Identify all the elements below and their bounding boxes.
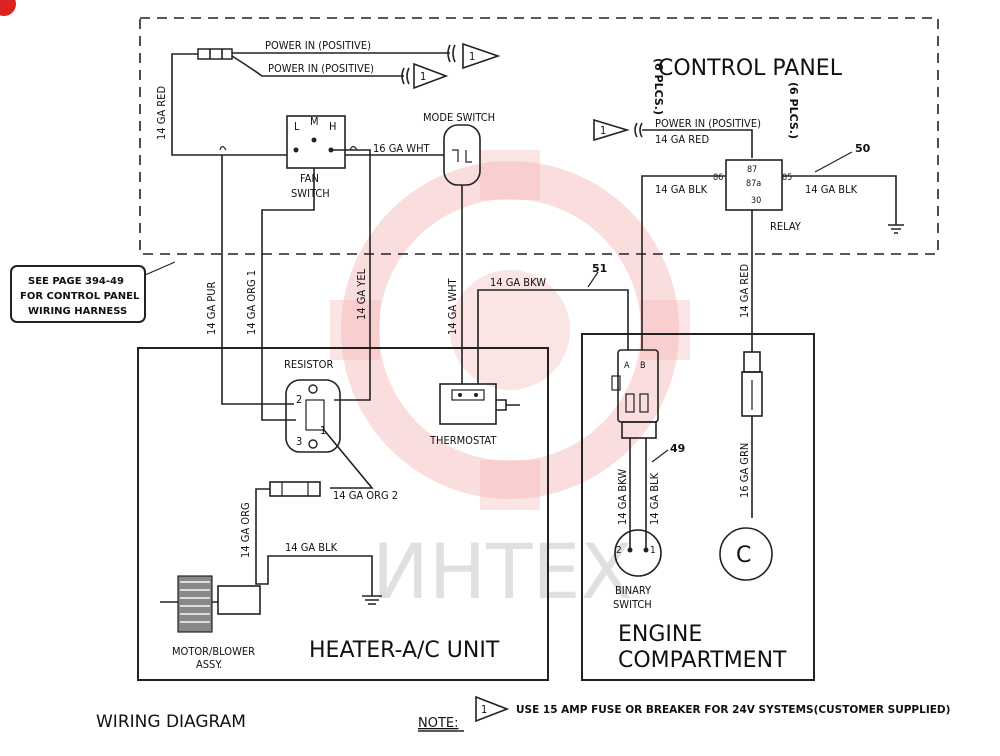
power-in-label-2: POWER IN (POSITIVE) [268, 62, 374, 75]
svg-text:1: 1 [420, 70, 426, 83]
svg-text:1: 1 [481, 703, 487, 716]
fan-switch: L M H FAN SWITCH [286, 115, 346, 200]
ref-49: 49 [670, 442, 685, 455]
svg-text:C: C [736, 543, 751, 568]
svg-text:1: 1 [469, 50, 475, 63]
compressor-connector [741, 351, 763, 417]
svg-text:THERMOSTAT: THERMOSTAT [429, 434, 497, 447]
svg-text:2: 2 [296, 393, 302, 406]
wire-label-blk-motor: 14 GA BLK [285, 541, 338, 554]
svg-text:85: 85 [782, 173, 792, 183]
wire-label-yel: 14 GA YEL [355, 268, 368, 320]
wire-label-bkw-b: 14 GA BKW [616, 469, 629, 525]
svg-text:H: H [329, 120, 336, 133]
relay: 86 87 87a 85 30 RELAY [713, 159, 802, 233]
motor-connector [269, 481, 321, 497]
wire-label-blk-b: 14 GA BLK [648, 472, 661, 525]
thermostat: THERMOSTAT [429, 383, 520, 447]
wire-label-org1: 14 GA ORG 1 [245, 270, 258, 335]
svg-text:SWITCH: SWITCH [291, 187, 330, 200]
svg-text:SEE PAGE 394-49: SEE PAGE 394-49 [28, 276, 124, 287]
heater-unit-box [137, 347, 549, 681]
svg-text:ASSY.: ASSY. [196, 658, 222, 671]
svg-text:1: 1 [320, 424, 326, 437]
svg-text:2: 2 [616, 545, 622, 556]
control-panel-box [139, 17, 939, 255]
fuse-note-marker-3: 1 [593, 118, 630, 142]
resistor: RESISTOR 2 1 3 [284, 358, 341, 453]
binary-switch: 2 1 BINARY SWITCH [613, 529, 662, 611]
wire-label-blk-relay-left: 14 GA BLK [655, 183, 708, 196]
power-in-label-3: POWER IN (POSITIVE) [655, 117, 761, 130]
wiring-diagram-title: WIRING DIAGRAM [96, 712, 246, 732]
wire-label-org: 14 GA ORG [239, 502, 252, 558]
svg-text:SWITCH: SWITCH [613, 598, 652, 611]
svg-text:WIRING HARNESS: WIRING HARNESS [28, 306, 127, 317]
fuse-holder [197, 48, 233, 60]
wire-label-org2: 14 GA ORG 2 [333, 489, 398, 502]
wire-label-red-14-b: 14 GA RED [655, 133, 709, 146]
engine-title-1: ENGINE [618, 622, 702, 647]
power-in-label-1: POWER IN (POSITIVE) [265, 39, 371, 52]
wire-label-pur: 14 GA PUR [205, 281, 218, 335]
fuse-note-marker-2: 1 [413, 62, 449, 90]
svg-text:M: M [310, 115, 319, 128]
plcs-label-a: (6 PLCS.) [652, 58, 665, 115]
wire-label-blk-relay-right: 14 GA BLK [805, 183, 858, 196]
wire-label-grn: 16 GA GRN [738, 443, 751, 498]
svg-text:L: L [294, 120, 300, 133]
svg-text:RELAY: RELAY [770, 220, 802, 233]
compressor-clutch: C [719, 527, 773, 581]
control-panel-title: CONTROL PANEL [658, 56, 843, 81]
svg-text:86: 86 [713, 173, 723, 183]
wire-label-bkw: 14 GA BKW [490, 276, 546, 289]
svg-text:87a: 87a [746, 179, 761, 189]
svg-text:RESISTOR: RESISTOR [284, 358, 333, 371]
wire-label-wht-14: 14 GA WHT [446, 277, 459, 335]
see-page-callout: SEE PAGE 394-49 FOR CONTROL PANEL WIRING… [10, 261, 176, 323]
svg-text:BINARY: BINARY [615, 584, 652, 597]
plcs-label-b: (6 PLCS.) [787, 82, 800, 139]
wire-label-red-14: 14 GA RED [155, 86, 168, 140]
svg-text:1: 1 [650, 545, 656, 556]
watermark-text: ИНТЕХ [372, 527, 633, 616]
svg-text:30: 30 [751, 196, 761, 206]
note-label: NOTE: [418, 716, 459, 731]
svg-text:1: 1 [600, 124, 606, 137]
ref-50: 50 [855, 142, 871, 155]
svg-text:FOR CONTROL PANEL: FOR CONTROL PANEL [20, 291, 140, 302]
heater-unit-title: HEATER-A/C UNIT [309, 638, 500, 663]
binary-switch-connector: A B [611, 349, 659, 439]
svg-text:A: A [624, 361, 630, 371]
motor-blower: MOTOR/BLOWER ASSY. [160, 575, 261, 671]
engine-title-2: COMPARTMENT [618, 648, 787, 673]
svg-text:B: B [640, 361, 646, 371]
svg-text:MODE SWITCH: MODE SWITCH [423, 111, 495, 124]
svg-text:3: 3 [296, 435, 302, 448]
note-marker: 1 [475, 695, 510, 723]
svg-text:87: 87 [747, 165, 757, 175]
svg-text:MOTOR/BLOWER: MOTOR/BLOWER [172, 645, 255, 658]
note-text: USE 15 AMP FUSE OR BREAKER FOR 24V SYSTE… [516, 704, 950, 716]
wire-label-red-14-c: 14 GA RED [738, 264, 751, 318]
ref-51: 51 [592, 262, 607, 275]
svg-text:FAN: FAN [300, 172, 319, 185]
fuse-note-marker-1: 1 [462, 42, 501, 70]
watermark-logo [330, 150, 690, 510]
engine-compartment-box [581, 333, 815, 681]
wire-label-wht-16: 16 GA WHT [373, 142, 431, 155]
corner-mark [0, 0, 16, 16]
